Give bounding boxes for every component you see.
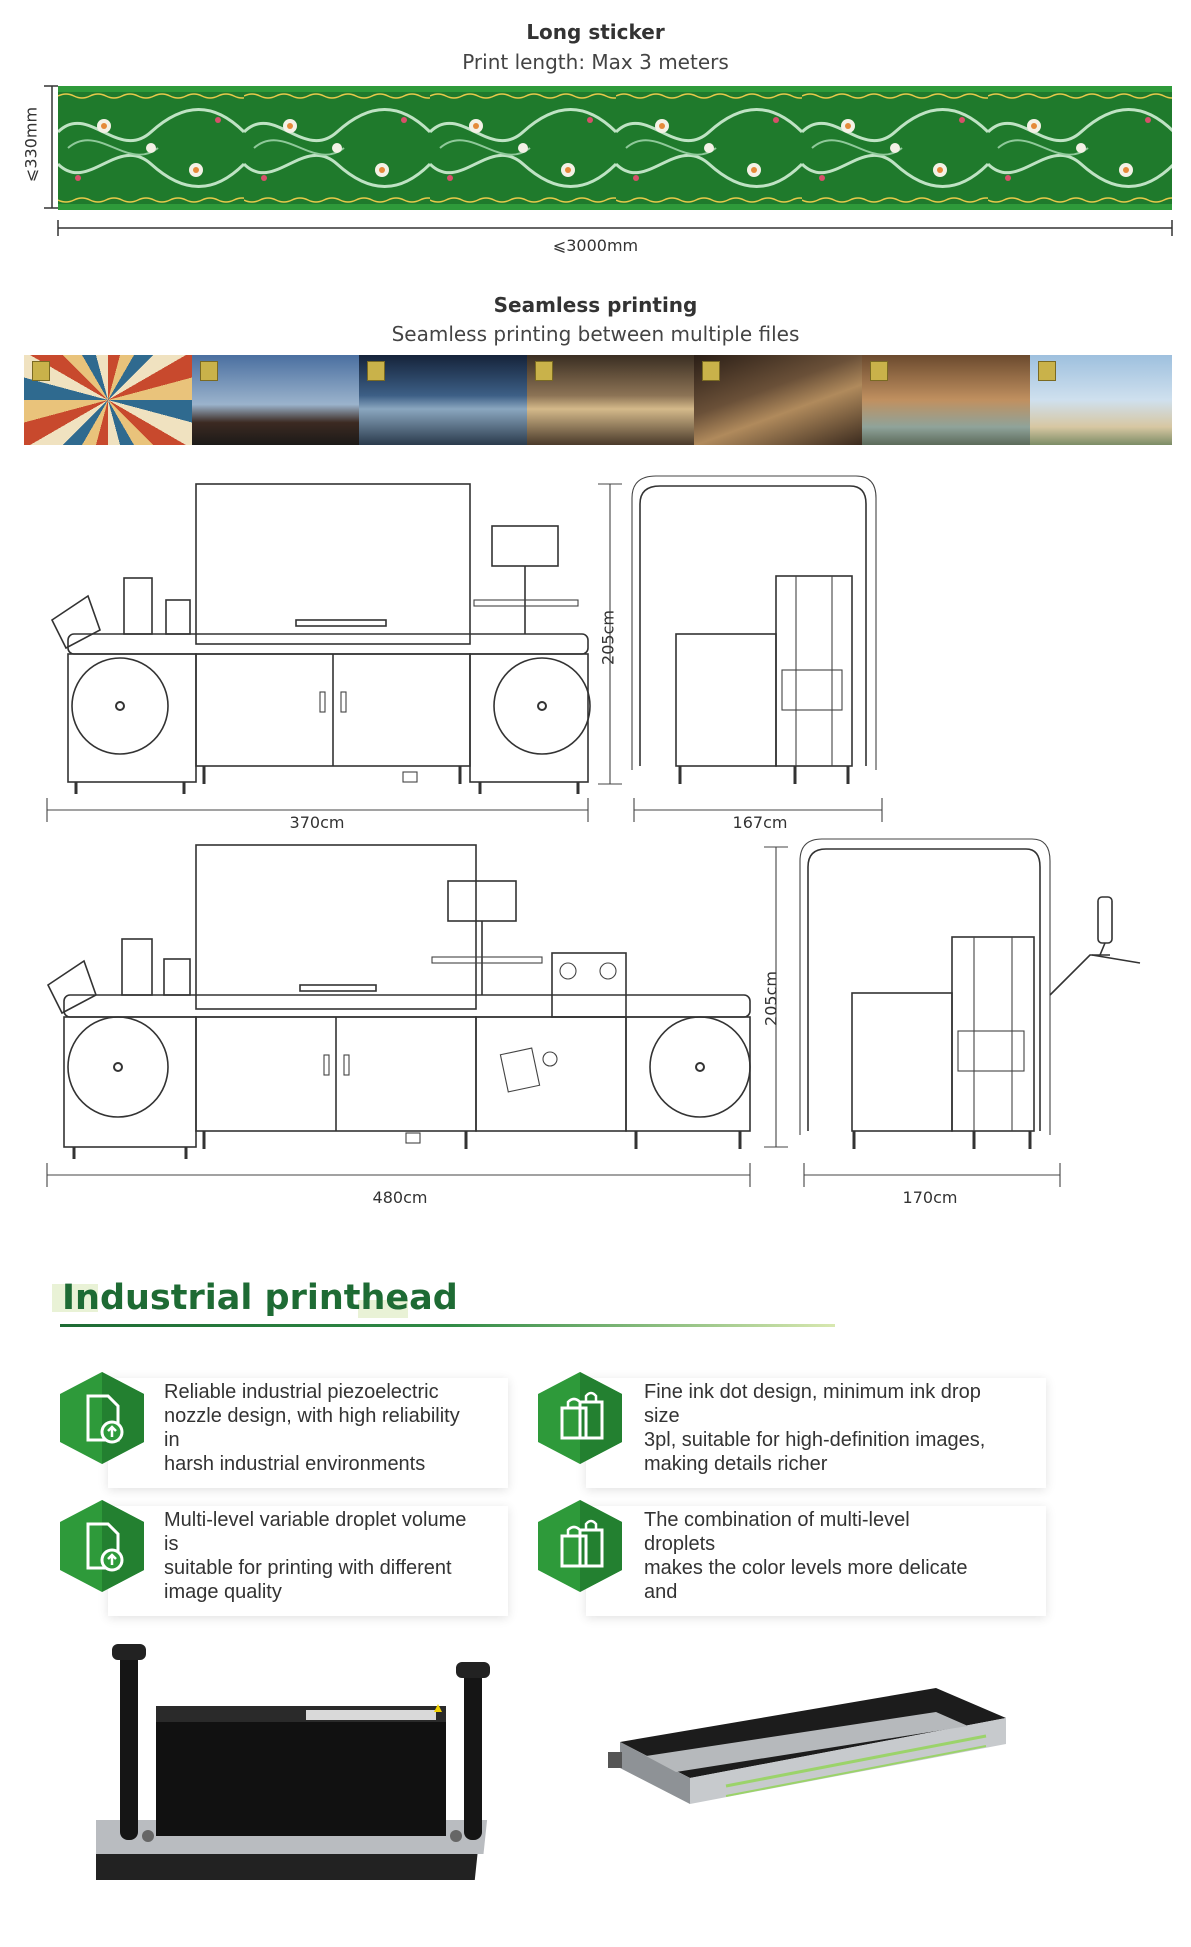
feature-card-2 (586, 1378, 1046, 1488)
long-sticker-subtitle: Print length: Max 3 meters (462, 50, 729, 74)
sticker-width-label: ⩽3000mm (552, 236, 639, 255)
strip-image-minaret (1029, 355, 1172, 445)
seamless-title: Seamless printing (493, 293, 698, 317)
machine2-height-label: 205cm (761, 971, 781, 1026)
feature-text-3: Multi-level variable droplet volume is s… (164, 1509, 467, 1603)
long-sticker-banner (58, 86, 1172, 210)
machine1-width-label: 370cm (289, 813, 345, 832)
sticker-height-label: ⩽330mm (21, 106, 41, 183)
strip-image-hall (526, 355, 695, 445)
printhead-product-image-right (608, 1688, 1006, 1804)
feature-card-3 (108, 1506, 508, 1616)
feature-text-2: Fine ink dot design, minimum ink drop si… (644, 1381, 986, 1475)
machine2-depth-label: 170cm (902, 1188, 958, 1207)
strip-image-mosaic (24, 355, 192, 445)
seamless-image-strip (24, 355, 1172, 445)
sticker-width-dimension (57, 220, 1173, 236)
shopping-bags-icon (538, 1372, 622, 1464)
machine-drawing-1 (0, 470, 1191, 830)
strip-image-coast (359, 355, 527, 445)
machine1-depth-label: 167cm (732, 813, 788, 832)
machine1-height-label: 205cm (598, 610, 618, 665)
feature-card-4 (586, 1506, 1046, 1616)
feature-card-1 (108, 1378, 508, 1488)
machine-drawing-2 (0, 835, 1191, 1205)
shopping-bags-icon (538, 1500, 622, 1592)
seamless-subtitle: Seamless printing between multiple files (391, 322, 800, 346)
machine2-width-label: 480cm (372, 1188, 428, 1207)
strip-image-arches (861, 355, 1030, 445)
strip-image-tower (191, 355, 360, 445)
printhead-product-image-left (96, 1644, 490, 1880)
feature-text-1: Reliable industrial piezoelectric nozzle… (164, 1381, 460, 1475)
feature-text-4: The combination of multi-level droplets … (644, 1509, 968, 1603)
file-upload-icon (60, 1372, 144, 1464)
printhead-title-underline (60, 1324, 835, 1327)
printhead-section-title: Industrial printhead (62, 1278, 458, 1318)
long-sticker-title: Long sticker (526, 20, 665, 44)
strip-image-interior (694, 355, 862, 445)
sticker-height-dimension (44, 85, 58, 209)
file-upload-icon (60, 1500, 144, 1592)
